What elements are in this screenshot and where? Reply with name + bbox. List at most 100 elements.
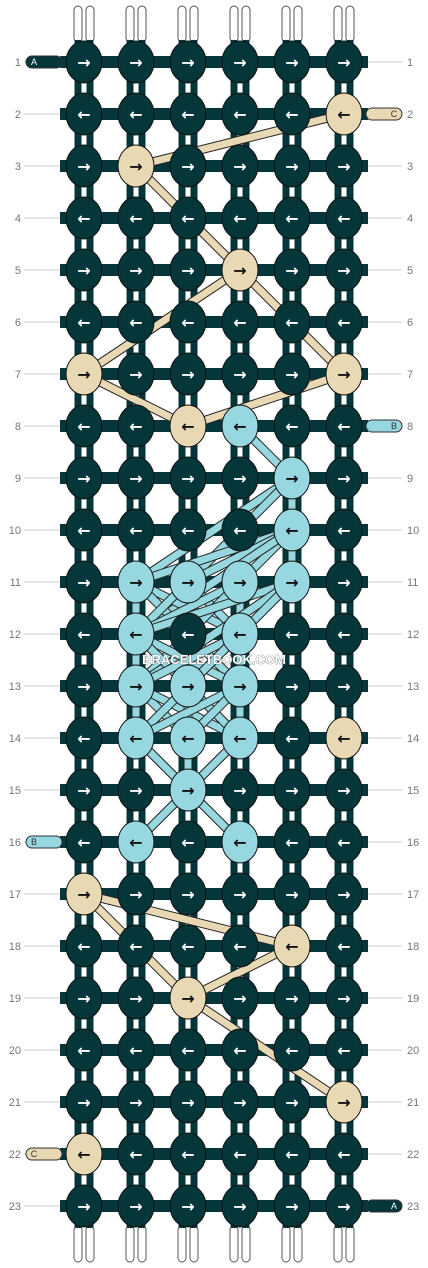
knot-arrow-icon: → <box>181 365 194 384</box>
row-number-right: 11 <box>407 577 418 589</box>
knot <box>65 716 103 760</box>
knot <box>169 924 207 968</box>
knot <box>221 40 259 84</box>
row-number-left: 1 <box>15 57 21 69</box>
knot-arrow-icon: → <box>233 469 246 488</box>
knot <box>273 768 311 812</box>
string-end-stub <box>365 1199 403 1213</box>
knot-arrow-icon: → <box>233 1093 246 1112</box>
knot <box>221 1028 259 1072</box>
knot <box>221 1132 259 1176</box>
knot <box>221 352 259 396</box>
row-number-right: 8 <box>407 421 413 433</box>
knot <box>65 300 103 344</box>
knot <box>117 872 155 916</box>
knot-arrow-icon: → <box>77 1093 90 1112</box>
knot <box>169 768 207 812</box>
knot-arrow-icon: ← <box>129 1145 142 1164</box>
knot-arrow-icon: → <box>77 365 90 384</box>
knot <box>117 664 155 708</box>
knot <box>65 248 103 292</box>
knot-arrow-icon: → <box>77 573 90 592</box>
knot <box>325 508 363 552</box>
knot <box>65 1080 103 1124</box>
string-bottom-stub <box>85 1225 95 1263</box>
knot <box>117 508 155 552</box>
knot-arrow-icon: ← <box>129 417 142 436</box>
knot-arrow-icon: ← <box>233 209 246 228</box>
knot-arrow-icon: ← <box>233 937 246 956</box>
row-number-right: 20 <box>407 1045 419 1057</box>
string-top-stub <box>229 5 239 43</box>
knot <box>117 924 155 968</box>
knot-arrow-icon: ← <box>233 729 246 748</box>
knot <box>221 1080 259 1124</box>
knot <box>65 508 103 552</box>
knot-arrow-icon: → <box>285 1197 298 1216</box>
string-end-stub <box>25 55 63 69</box>
knot <box>273 508 311 552</box>
knot-arrow-icon: → <box>77 157 90 176</box>
knot-arrow-icon: → <box>181 469 194 488</box>
knot-arrow-icon: → <box>77 677 90 696</box>
knot-arrow-icon: → <box>77 1197 90 1216</box>
string-end-label: C <box>391 109 398 119</box>
string-path <box>83 890 293 950</box>
knot-arrow-icon: ← <box>77 833 90 852</box>
string-bottom-stub <box>281 1225 291 1263</box>
knot <box>221 92 259 136</box>
string-bottom-stub <box>229 1225 239 1263</box>
row-number-right: 23 <box>407 1201 419 1213</box>
knot <box>325 456 363 500</box>
knot <box>117 560 155 604</box>
knot <box>221 508 259 552</box>
knot-arrow-icon: ← <box>129 313 142 332</box>
knot-arrow-icon: ← <box>233 313 246 332</box>
knot <box>273 820 311 864</box>
knot <box>65 196 103 240</box>
knot-arrow-icon: → <box>129 989 142 1008</box>
knot-arrow-icon: ← <box>77 1041 90 1060</box>
knot-arrow-icon: ← <box>181 1041 194 1060</box>
string-bottom-stub <box>333 1225 343 1263</box>
knot <box>221 976 259 1020</box>
knot-arrow-icon: → <box>285 989 298 1008</box>
row-number-right: 2 <box>407 109 413 121</box>
knot-arrow-icon: ← <box>337 105 350 124</box>
knot-arrow-icon: → <box>181 1197 194 1216</box>
row-number-right: 13 <box>407 681 419 693</box>
row-number-left: 20 <box>9 1045 21 1057</box>
row-number-right: 14 <box>407 733 419 745</box>
knot <box>221 612 259 656</box>
row-number-right: 18 <box>407 941 419 953</box>
knot-arrow-icon: ← <box>285 1041 298 1060</box>
knot <box>169 508 207 552</box>
knot-arrow-icon: → <box>337 781 350 800</box>
knot <box>325 144 363 188</box>
knot-grid: →→→→→→←←←←←←→→→→→→←←←←←←→→→→→→←←←←←←→→→→… <box>65 40 363 1228</box>
string-path <box>135 110 345 170</box>
string-top-stub <box>85 5 95 43</box>
string-end-label: B <box>391 421 397 431</box>
knot <box>273 92 311 136</box>
knot-arrow-icon: → <box>181 1093 194 1112</box>
knot-arrow-icon: → <box>129 573 142 592</box>
knot-arrow-icon: ← <box>77 625 90 644</box>
string-path <box>134 475 294 585</box>
knot-arrow-icon: → <box>77 989 90 1008</box>
knot-arrow-icon: → <box>77 261 90 280</box>
knot <box>169 1080 207 1124</box>
knot-arrow-icon: → <box>129 1093 142 1112</box>
knot <box>169 612 207 656</box>
knot-arrow-icon: ← <box>285 1145 298 1164</box>
knot <box>325 664 363 708</box>
row-number-left: 22 <box>9 1149 21 1161</box>
knot-arrow-icon: ← <box>77 417 90 436</box>
knot <box>65 1132 103 1176</box>
knot <box>117 248 155 292</box>
knot <box>221 716 259 760</box>
knot-arrow-icon: → <box>285 885 298 904</box>
knot-arrow-icon: ← <box>181 521 194 540</box>
